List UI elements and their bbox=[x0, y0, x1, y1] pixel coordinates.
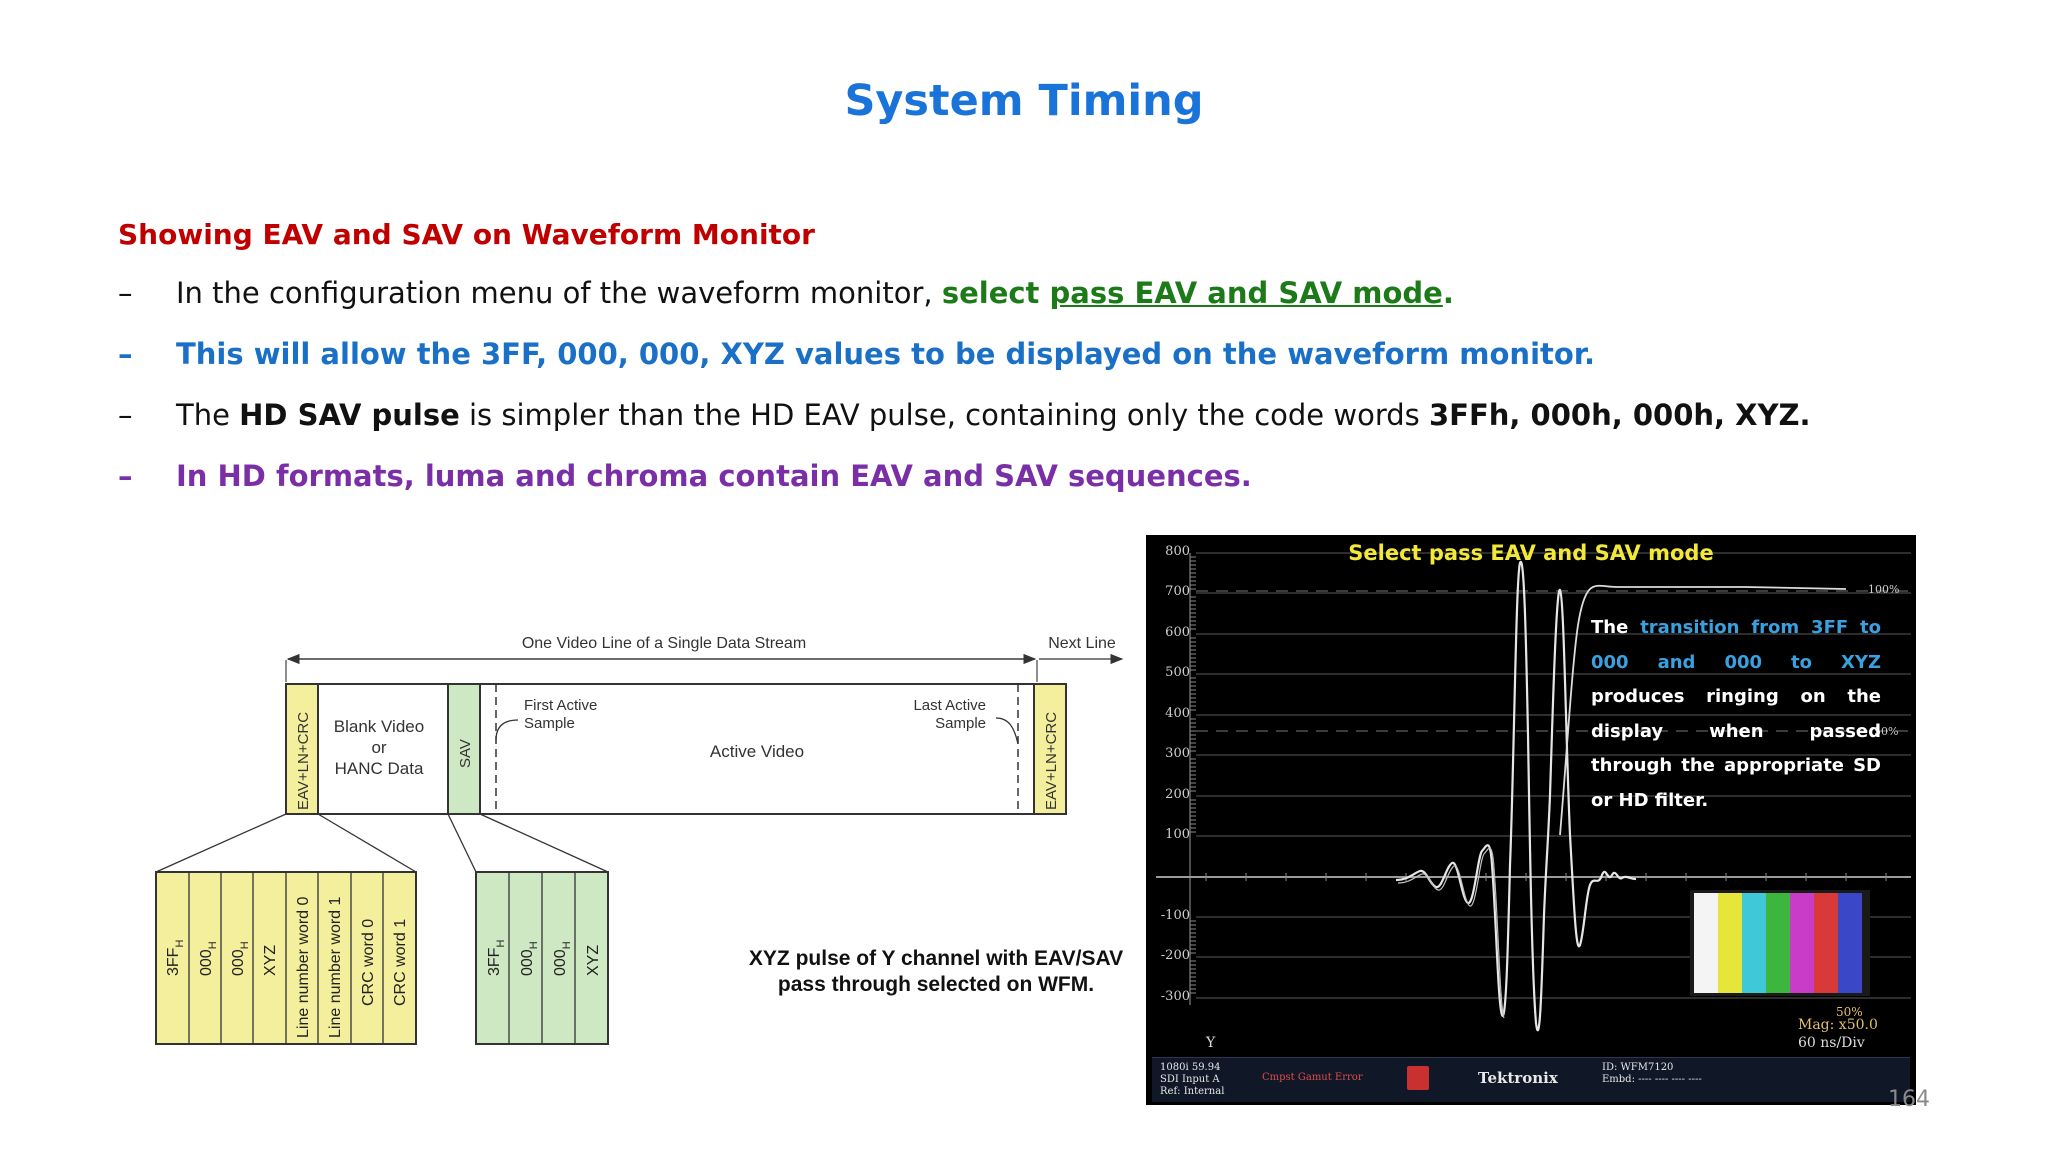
page-number: 164 bbox=[1888, 1087, 1930, 1112]
waveform-title: Select pass EAV and SAV mode bbox=[1146, 541, 1916, 565]
bullet-3-the: The bbox=[176, 398, 239, 432]
brand-logo: Tektronix bbox=[1478, 1072, 1558, 1084]
color-bar-thumbnail bbox=[1690, 890, 1870, 996]
bullet-dash: – bbox=[118, 398, 176, 432]
eav-word-crc1: CRC word 1 bbox=[392, 919, 409, 1006]
waveform-monitor-image: Select pass EAV and SAV mode 800 700 600… bbox=[1146, 535, 1916, 1105]
bullet-1-select: select bbox=[942, 276, 1050, 310]
y-tick-500: 500 bbox=[1158, 665, 1190, 680]
alarm-icon bbox=[1407, 1066, 1429, 1090]
eav-block-label: EAV+LN+CRC bbox=[295, 712, 312, 810]
y-tick-400: 400 bbox=[1158, 706, 1190, 721]
page-title: System Timing bbox=[0, 76, 2048, 126]
hanc-data-label: HANC Data bbox=[335, 759, 424, 778]
bullet-dash: – bbox=[118, 337, 176, 371]
sav-block-label: SAV bbox=[457, 739, 474, 768]
label-100-percent: 100% bbox=[1868, 583, 1899, 596]
channel-label: Y bbox=[1206, 1035, 1215, 1051]
div-readout: 60 ns/Div bbox=[1798, 1035, 1865, 1051]
blank-video-or: or bbox=[371, 738, 386, 757]
xyz-caption: XYZ pulse of Y channel with EAV/SAV pass… bbox=[720, 946, 1152, 998]
caption-line-2: pass through selected on WFM. bbox=[720, 972, 1152, 998]
last-active-sample: Sample bbox=[935, 715, 986, 732]
note-part-1: The bbox=[1591, 617, 1640, 638]
bullet-4-text: In HD formats, luma and chroma contain E… bbox=[176, 459, 1252, 493]
line-label: One Video Line of a Single Data Stream bbox=[522, 635, 806, 652]
bullet-3-codes: 3FFh, 000h, 000h, XYZ. bbox=[1429, 398, 1811, 432]
next-eav-label: EAV+LN+CRC bbox=[1043, 712, 1060, 810]
y-tick-600: 600 bbox=[1158, 625, 1190, 640]
pass-eav-sav-link[interactable]: pass EAV and SAV mode bbox=[1050, 276, 1443, 310]
bullet-3-mid: is simpler than the HD EAV pulse, contai… bbox=[460, 398, 1429, 432]
bullet-1-text: In the configuration menu of the wavefor… bbox=[176, 276, 942, 310]
eav-word-ln0: Line number word 0 bbox=[295, 896, 312, 1038]
bullet-dash: – bbox=[118, 459, 176, 493]
y-tick-100: 100 bbox=[1158, 827, 1190, 842]
y-tick-neg200: -200 bbox=[1158, 948, 1190, 963]
status-bar: 1080i 59.94 SDI Input A Ref: Internal Cm… bbox=[1152, 1057, 1910, 1102]
status-id: ID: WFM7120 Embd: ---- ---- ---- ---- bbox=[1602, 1062, 1702, 1086]
bullet-3-bold: HD SAV pulse bbox=[239, 398, 460, 432]
bullet-3: –The HD SAV pulse is simpler than the HD… bbox=[118, 398, 1811, 432]
ringing-note: The transition from 3FF to 000 and 000 t… bbox=[1591, 611, 1881, 818]
last-active-label: Last Active bbox=[913, 697, 986, 714]
status-error: Cmpst Gamut Error bbox=[1262, 1072, 1363, 1084]
caption-line-1: XYZ pulse of Y channel with EAV/SAV bbox=[720, 946, 1152, 972]
first-active-label: First Active bbox=[524, 697, 597, 714]
y-tick-200: 200 bbox=[1158, 787, 1190, 802]
sav-word-xyz: XYZ bbox=[585, 945, 602, 976]
bullet-1-period: . bbox=[1443, 276, 1454, 310]
bullet-2-text: This will allow the 3FF, 000, 000, XYZ v… bbox=[176, 337, 1595, 371]
y-tick-300: 300 bbox=[1158, 746, 1190, 761]
bullet-dash: – bbox=[118, 276, 176, 310]
y-tick-neg100: -100 bbox=[1158, 908, 1190, 923]
eav-word-xyz: XYZ bbox=[262, 945, 279, 976]
section-heading: Showing EAV and SAV on Waveform Monitor bbox=[118, 218, 815, 251]
blank-video-label: Blank Video bbox=[334, 717, 424, 736]
first-active-sample: Sample bbox=[524, 715, 575, 732]
bullet-4: –In HD formats, luma and chroma contain … bbox=[118, 459, 1252, 493]
sav-word-group: 3FFH 000H 000H XYZ bbox=[476, 872, 608, 1044]
y-tick-700: 700 bbox=[1158, 584, 1190, 599]
eav-word-group: 3FFH 000H 000H XYZ Line number word 0 Li… bbox=[156, 872, 416, 1044]
eav-word-crc0: CRC word 0 bbox=[360, 919, 377, 1006]
bullet-2: –This will allow the 3FF, 000, 000, XYZ … bbox=[118, 337, 1595, 371]
note-part-2: produces ringing on the display when pas… bbox=[1591, 686, 1881, 811]
eav-word-ln1: Line number word 1 bbox=[327, 896, 344, 1038]
next-line-label: Next Line bbox=[1048, 635, 1116, 652]
bullet-1: –In the configuration menu of the wavefo… bbox=[118, 276, 1454, 310]
mag-readout: Mag: x50.0 bbox=[1798, 1017, 1878, 1033]
active-video-label: Active Video bbox=[710, 742, 804, 761]
status-format: 1080i 59.94 SDI Input A Ref: Internal bbox=[1160, 1062, 1224, 1098]
y-tick-neg300: -300 bbox=[1158, 989, 1190, 1004]
y-tick-800: 800 bbox=[1158, 544, 1190, 559]
